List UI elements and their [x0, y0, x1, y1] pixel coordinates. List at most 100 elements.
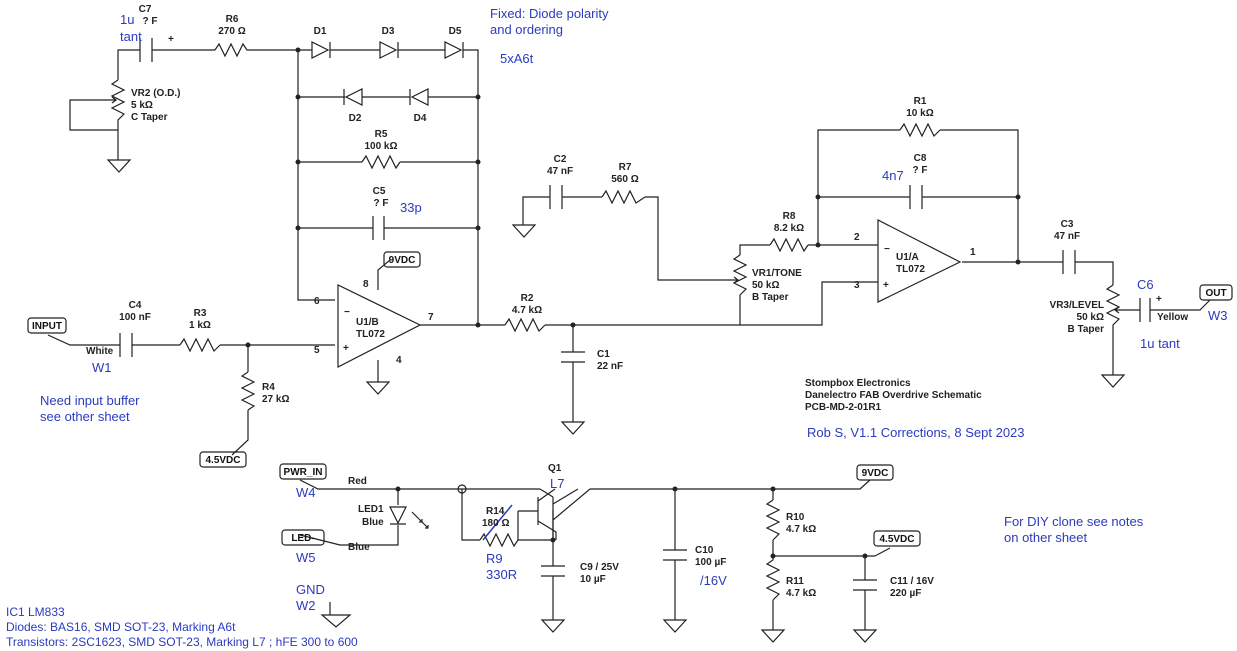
- net-tag-labels: 9VDC INPUT 4.5VDC PWR_IN LED- 9VDC 4.5VD…: [32, 255, 1227, 545]
- title-pcb: PCB-MD-2-01R1: [805, 402, 882, 413]
- junctions: [245, 47, 1021, 559]
- c7-ref: C7: [139, 4, 152, 15]
- r2-value: 4.7 kΩ: [512, 305, 542, 316]
- cap-c8: [909, 185, 923, 209]
- title-name: Danelectro FAB Overdrive Schematic: [805, 390, 982, 401]
- d1-ref: D1: [314, 26, 327, 37]
- r3-ref: R3: [194, 308, 207, 319]
- resistor-r9: [479, 532, 519, 548]
- vr3-value: 50 kΩ: [1077, 312, 1104, 323]
- u1a-ref: U1/A: [896, 252, 919, 263]
- c3-value: 47 nF: [1054, 231, 1080, 242]
- cap-c3: [1062, 250, 1076, 274]
- r1-value: 10 kΩ: [906, 108, 933, 119]
- note-diy-1: For DIY clone see notes: [1004, 514, 1144, 529]
- c9-value: 10 µF: [580, 574, 606, 585]
- u1b-pin7: 7: [428, 312, 434, 323]
- u1b-pin4: 4: [396, 355, 402, 366]
- c11-ref: C11 / 16V: [890, 576, 934, 587]
- tag-pwr-in: PWR_IN: [284, 467, 323, 478]
- cap-c4: [119, 333, 133, 357]
- diode-d3: [379, 41, 399, 59]
- r8-value: 8.2 kΩ: [774, 223, 804, 234]
- c8-value: ? F: [913, 165, 928, 176]
- pot-vr2: [110, 79, 126, 125]
- tag-4v5-bias: 4.5VDC: [205, 455, 240, 466]
- vr2-taper: C Taper: [131, 112, 168, 123]
- u1b-ref: U1/B: [356, 317, 379, 328]
- ground-icon: [760, 629, 786, 643]
- cap-c5: [372, 216, 385, 240]
- cap-c2: [549, 185, 563, 209]
- c5-value: ? F: [374, 198, 389, 209]
- note-c6-value: 1u tant: [1140, 336, 1180, 351]
- note-diy-2: on other sheet: [1004, 530, 1088, 545]
- led-wire: Blue: [348, 542, 370, 553]
- q1-ref: Q1: [548, 463, 562, 474]
- note-c7-value: 1u: [120, 12, 134, 27]
- r11-value: 4.7 kΩ: [786, 588, 816, 599]
- r11-ref: R11: [786, 576, 804, 587]
- vr1-taper: B Taper: [752, 292, 789, 303]
- r1-ref: R1: [914, 96, 927, 107]
- note-c10-voltage: /16V: [700, 573, 727, 588]
- cap-c1: [561, 351, 585, 363]
- u1a-pin1: 1: [970, 247, 976, 258]
- note-r9-ref: R9: [486, 551, 503, 566]
- annotations: 1u tant Fixed: Diode polarity and orderi…: [6, 6, 1228, 649]
- u1b-pin5: 5: [314, 345, 320, 356]
- led-led1: [389, 506, 407, 525]
- r8-ref: R8: [783, 211, 796, 222]
- resistor-r5: [361, 154, 401, 170]
- resistor-r10: [765, 499, 781, 541]
- c4-ref: C4: [129, 300, 142, 311]
- c4-value: 100 nF: [119, 312, 151, 323]
- ground-icon: [560, 421, 586, 435]
- resistor-r1: [899, 122, 941, 138]
- resistor-r2: [504, 317, 546, 333]
- d3-ref: D3: [382, 26, 395, 37]
- net-tags: [27, 251, 1233, 547]
- led1-color: Blue: [362, 517, 384, 528]
- r7-ref: R7: [619, 162, 632, 173]
- c10-value: 100 µF: [695, 557, 726, 568]
- component-labels: C7 ? F + R6 270 Ω D1 D3 D5 D2 D4 VR2 (O.…: [86, 4, 1188, 599]
- note-w4: W4: [296, 485, 316, 500]
- vr3-ref: VR3/LEVEL: [1050, 300, 1104, 311]
- r7-value: 560 Ω: [611, 174, 638, 185]
- note-r9-value: 330R: [486, 567, 517, 582]
- r14-ref: R14: [486, 506, 505, 517]
- note-diode-count: 5xA6t: [500, 51, 534, 66]
- note-buffer-1: Need input buffer: [40, 393, 140, 408]
- resistor-r7: [601, 189, 646, 205]
- note-c5-value: 33p: [400, 200, 422, 215]
- potentiometers: [108, 79, 1123, 335]
- svg-text:+: +: [343, 343, 349, 354]
- vr2-ref: VR2 (O.D.): [131, 88, 180, 99]
- diode-d2: [343, 88, 363, 106]
- c1-value: 22 nF: [597, 361, 623, 372]
- tag-9vdc-supply: 9VDC: [862, 468, 889, 479]
- tag-out: OUT: [1205, 288, 1226, 299]
- note-fixed-1: Fixed: Diode polarity: [490, 6, 609, 21]
- vr2-value: 5 kΩ: [131, 100, 153, 111]
- c1-ref: C1: [597, 349, 610, 360]
- opamp-u1b: [337, 284, 422, 368]
- note-w2: W2: [296, 598, 316, 613]
- r3-value: 1 kΩ: [189, 320, 211, 331]
- c2-ref: C2: [554, 154, 567, 165]
- c2-value: 47 nF: [547, 166, 573, 177]
- resistor-r6: [214, 42, 250, 58]
- c3-ref: C3: [1061, 219, 1074, 230]
- diode-d4: [409, 88, 429, 106]
- ground-icon: [106, 159, 132, 173]
- u1a-part: TL072: [896, 264, 925, 275]
- opamps: − + − +: [337, 219, 962, 368]
- note-fixed-2: and ordering: [490, 22, 563, 37]
- note-c6-ref: C6: [1137, 277, 1154, 292]
- resistor-r4: [240, 371, 256, 411]
- r4-value: 27 kΩ: [262, 394, 289, 405]
- opamp-u1a: [877, 219, 962, 303]
- svg-text:−: −: [344, 307, 350, 318]
- title-company: Stompbox Electronics: [805, 378, 911, 389]
